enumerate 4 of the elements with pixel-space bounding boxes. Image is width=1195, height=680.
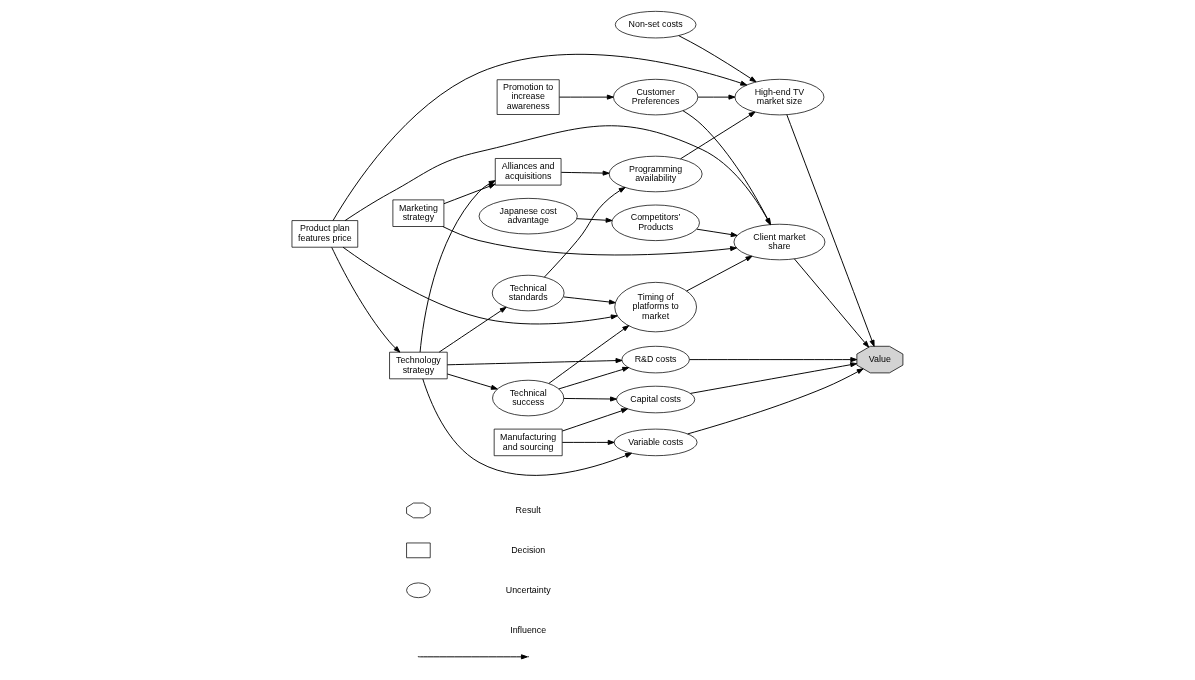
legend-label: Result	[515, 504, 541, 515]
legend-label: Influence	[510, 624, 547, 635]
legend-label: Uncertainty	[505, 584, 551, 595]
legend-label: Decision	[511, 544, 546, 555]
